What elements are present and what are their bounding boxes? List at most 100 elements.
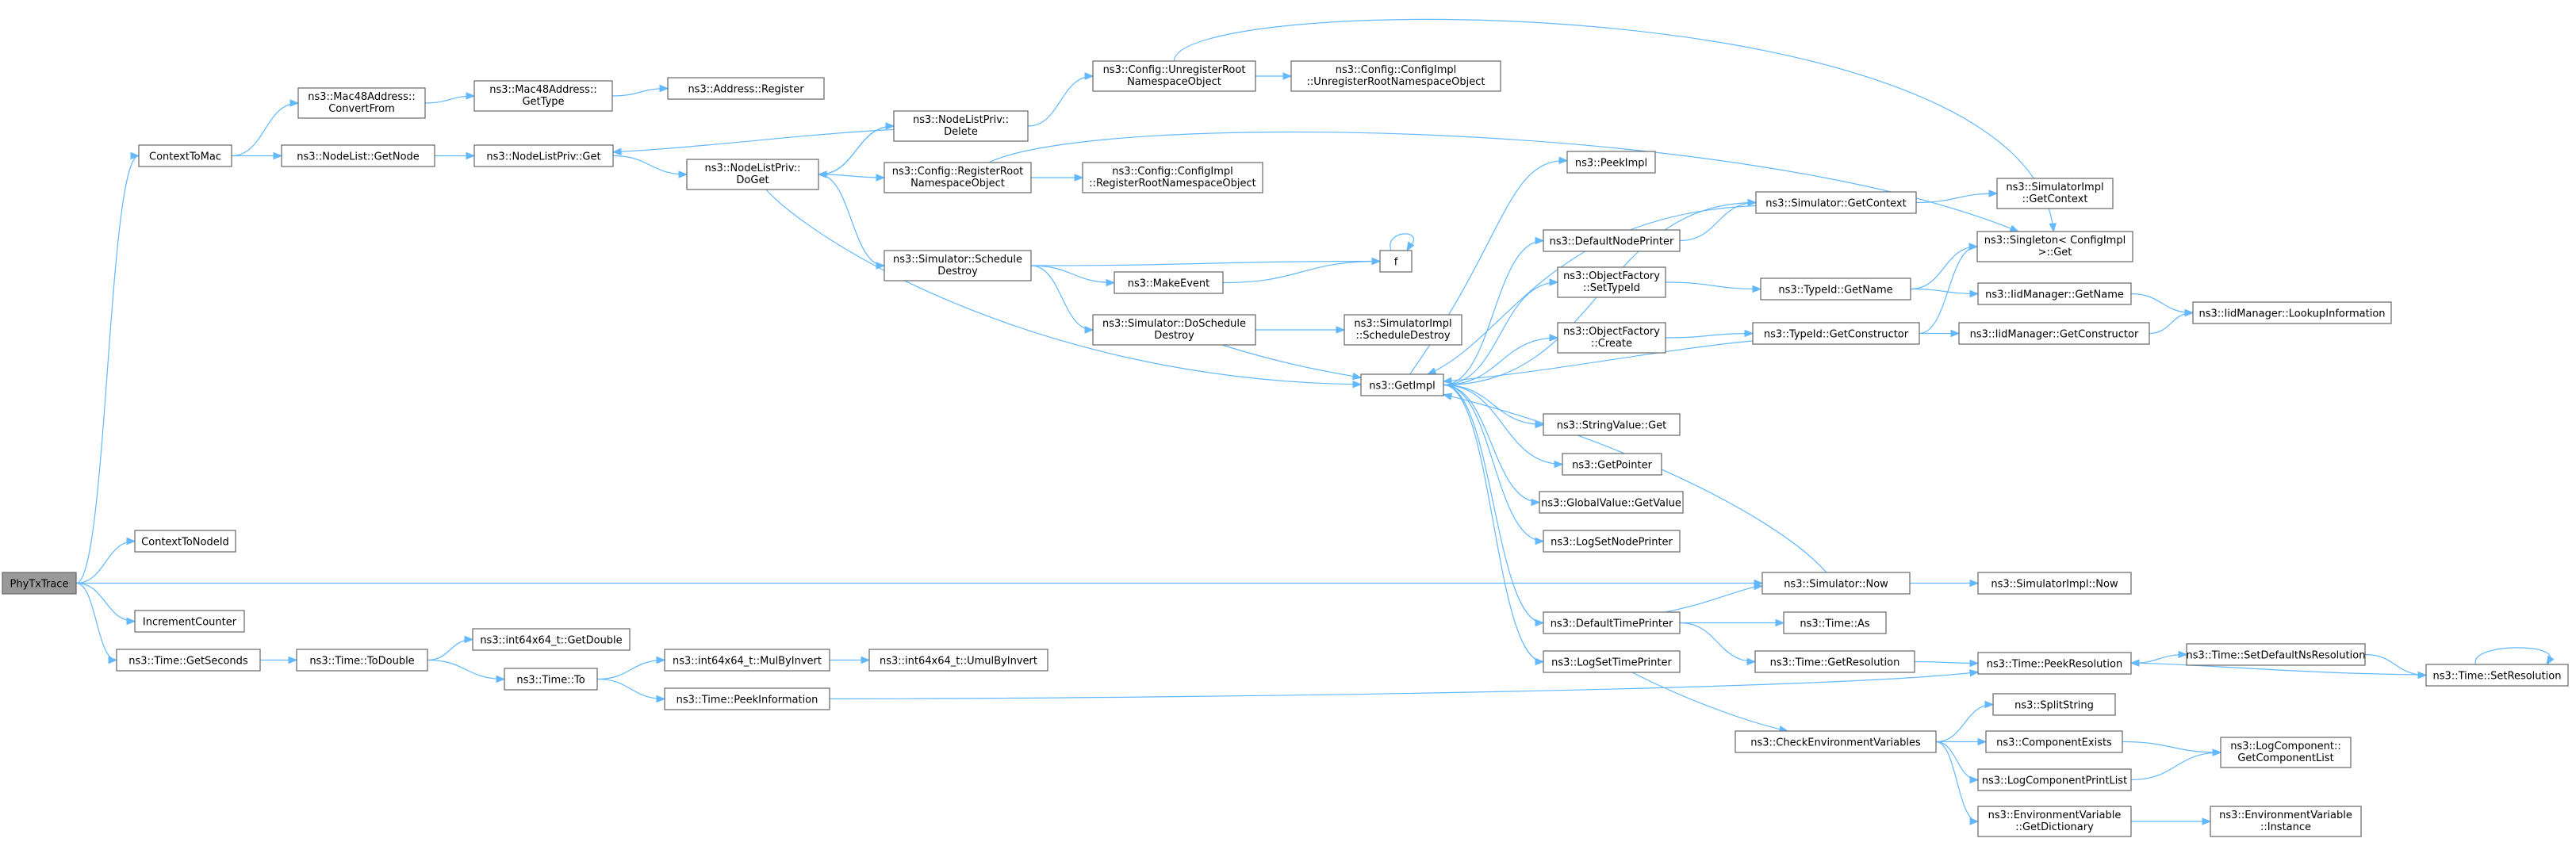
node-label: ::GetContext (2022, 193, 2088, 205)
graph-node-timeas[interactable]: ns3::Time::As (1783, 611, 1887, 634)
graph-node-singleton[interactable]: ns3::Singleton< ConfigImpl >::Get (1976, 231, 2133, 262)
graph-node-timepeekres[interactable]: ns3::Time::PeekResolution (1977, 652, 2132, 675)
call-edge-nlpdoget-simsched (818, 174, 886, 270)
graph-node-globalvalget[interactable]: ns3::GlobalValue::GetValue (1539, 491, 1684, 514)
graph-node-i64umulbyinv[interactable]: ns3::int64x64_t::UmulByInvert (868, 649, 1048, 672)
node-label: ns3::Mac48Address:: (308, 91, 415, 103)
graph-node-timegetres[interactable]: ns3::Time::GetResolution (1754, 650, 1915, 673)
graph-node-strvalget[interactable]: ns3::StringValue::Get (1543, 413, 1681, 436)
call-edge-phytx-ctxnode (75, 537, 136, 584)
graph-node-timesetres[interactable]: ns3::Time::SetResolution (2425, 664, 2569, 687)
graph-node-peekimpl[interactable]: ns3::PeekImpl (1566, 151, 1656, 174)
call-edge-timeto-timepeekinfo (596, 678, 666, 703)
graph-node-simimplctx[interactable]: ns3::SimulatorImpl::GetContext (1996, 178, 2114, 209)
graph-node-logsettime[interactable]: ns3::LogSetTimePrinter (1543, 650, 1681, 673)
graph-node-nlpget[interactable]: ns3::NodeListPriv::Get (473, 144, 614, 167)
graph-node-phytx[interactable]: PhyTxTrace (2, 572, 77, 595)
call-edge-ctxmac-convfrom (231, 99, 300, 157)
graph-node-cfgreg[interactable]: ns3::Config::RegisterRootNamespaceObject (884, 162, 1032, 193)
graph-node-envvargetdict[interactable]: ns3::EnvironmentVariable::GetDictionary (1977, 806, 2132, 837)
graph-node-logcompget[interactable]: ns3::LogComponent::GetComponentList (2220, 737, 2352, 768)
node-label: ns3::EnvironmentVariable (1988, 810, 2122, 821)
graph-node-timesetdef[interactable]: ns3::Time::SetDefaultNsResolution (2186, 643, 2366, 666)
graph-node-f[interactable]: f (1379, 250, 1413, 273)
graph-node-nlpdelete[interactable]: ns3::NodeListPriv::Delete (893, 110, 1029, 142)
graph-node-simimplsched[interactable]: ns3::SimulatorImpl::ScheduleDestroy (1344, 314, 1462, 346)
node-box (1761, 572, 1911, 595)
graph-node-cfgimplunreg[interactable]: ns3::Config::ConfigImpl::UnregisterRootN… (1290, 60, 1501, 92)
node-label: ::Instance (2260, 821, 2311, 833)
graph-node-typeidname[interactable]: ns3::TypeId::GetName (1760, 278, 1911, 301)
graph-node-iidname[interactable]: ns3::IidManager::GetName (1977, 282, 2132, 305)
graph-node-deftimeprinter[interactable]: ns3::DefaultTimePrinter (1543, 611, 1681, 634)
graph-node-ctxmac[interactable]: ContextToMac (138, 144, 232, 167)
graph-node-i64getdouble[interactable]: ns3::int64x64_t::GetDouble (472, 628, 631, 651)
node-box (1290, 60, 1501, 92)
node-box (1996, 178, 2114, 209)
node-label: ConvertFrom (328, 103, 395, 115)
graph-node-compexists[interactable]: ns3::ComponentExists (1985, 730, 2123, 753)
call-edge-getimpl-deftimeprinter (1443, 384, 1545, 627)
graph-node-gettype[interactable]: ns3::Mac48Address::GetType (473, 80, 613, 112)
graph-node-getsec[interactable]: ns3::Time::GetSeconds (116, 649, 261, 672)
graph-node-addrreg[interactable]: ns3::Address::Register (667, 77, 825, 100)
call-edge-makeevent-f (1222, 257, 1382, 284)
node-label: ns3::Simulator::Now (1784, 579, 1888, 591)
graph-node-splitstring[interactable]: ns3::SplitString (1992, 693, 2116, 716)
graph-node-getpointer[interactable]: ns3::GetPointer (1562, 453, 1662, 476)
node-label: ContextToNodeId (141, 537, 229, 549)
node-box (1114, 271, 1224, 294)
node-label: ns3::LogComponent:: (2230, 741, 2341, 752)
node-label: ns3::StringValue::Get (1557, 420, 1666, 432)
graph-node-i64mulbyinv[interactable]: ns3::int64x64_t::MulByInvert (664, 649, 830, 672)
node-label: ns3::Config::ConfigImpl (1112, 166, 1233, 178)
node-label: ns3::SimulatorImpl::Now (1991, 579, 2118, 591)
graph-node-envvarinst[interactable]: ns3::EnvironmentVariable::Instance (2210, 806, 2362, 837)
graph-node-logsetnode[interactable]: ns3::LogSetNodePrinter (1543, 530, 1681, 553)
graph-node-timepeekinfo[interactable]: ns3::Time::PeekInformation (664, 687, 830, 710)
graph-node-typeidctor[interactable]: ns3::TypeId::GetConstructor (1752, 322, 1920, 345)
graph-node-getimpl[interactable]: ns3::GetImpl (1360, 373, 1444, 396)
call-edge-deftimeprinter-simnow (1665, 582, 1764, 613)
node-label: ns3::PeekImpl (1575, 158, 1647, 170)
graph-node-objfactset[interactable]: ns3::ObjectFactory::SetTypeId (1557, 266, 1666, 298)
node-box (2220, 737, 2352, 768)
call-nodes: PhyTxTrace ContextToMacContextToNodeIdInc… (2, 60, 2569, 837)
graph-node-simgetctx[interactable]: ns3::Simulator::GetContext (1755, 191, 1917, 214)
graph-node-objfactcreate[interactable]: ns3::ObjectFactory::Create (1557, 322, 1666, 354)
node-label: ns3::Time::ToDouble (309, 656, 414, 668)
call-edge-defnodeprinter-simgetctx (1679, 198, 1758, 242)
graph-node-nlgetnode[interactable]: ns3::NodeList::GetNode (281, 144, 435, 167)
node-label: ns3::ObjectFactory (1563, 270, 1660, 282)
graph-node-defnodeprinter[interactable]: ns3::DefaultNodePrinter (1543, 229, 1681, 252)
node-box (1379, 250, 1413, 273)
call-edge-phytx-getsec (75, 582, 118, 664)
call-edge-typeidctor-singleton (1919, 243, 1979, 335)
graph-node-checkenv[interactable]: ns3::CheckEnvironmentVariables (1735, 730, 1937, 753)
node-box (1557, 322, 1666, 354)
graph-node-timeto[interactable]: ns3::Time::To (504, 668, 598, 691)
node-box (2210, 806, 2362, 837)
node-box (1976, 231, 2133, 262)
node-label: ns3::SimulatorImpl (2006, 182, 2103, 193)
node-box (116, 649, 261, 672)
node-box (1755, 191, 1917, 214)
graph-node-cfgunreg[interactable]: ns3::Config::UnregisterRootNamespaceObje… (1092, 60, 1256, 92)
graph-node-simsched[interactable]: ns3::Simulator::ScheduleDestroy (884, 250, 1032, 281)
node-label: ns3::Mac48Address:: (489, 84, 596, 96)
graph-node-makeevent[interactable]: ns3::MakeEvent (1114, 271, 1224, 294)
graph-node-ctxnode[interactable]: ContextToNodeId (134, 530, 236, 553)
graph-node-iidctor[interactable]: ns3::IidManager::GetConstructor (1958, 322, 2150, 345)
graph-node-iidlookup[interactable]: ns3::IidManager::LookupInformation (2192, 301, 2392, 324)
graph-node-simnow[interactable]: ns3::Simulator::Now (1761, 572, 1911, 595)
graph-node-incr[interactable]: IncrementCounter (134, 610, 245, 633)
node-label: Destroy (937, 266, 978, 278)
node-box (686, 159, 819, 190)
graph-node-todouble[interactable]: ns3::Time::ToDouble (296, 649, 428, 672)
graph-node-logcompprint[interactable]: ns3::LogComponentPrintList (1977, 768, 2132, 791)
graph-node-cfgimplreg[interactable]: ns3::Config::ConfigImpl::RegisterRootNam… (1082, 162, 1263, 193)
graph-node-convfrom[interactable]: ns3::Mac48Address::ConvertFrom (297, 87, 426, 119)
graph-node-simimplnow[interactable]: ns3::SimulatorImpl::Now (1977, 572, 2132, 595)
graph-node-nlpdoget[interactable]: ns3::NodeListPriv::DoGet (686, 159, 819, 190)
